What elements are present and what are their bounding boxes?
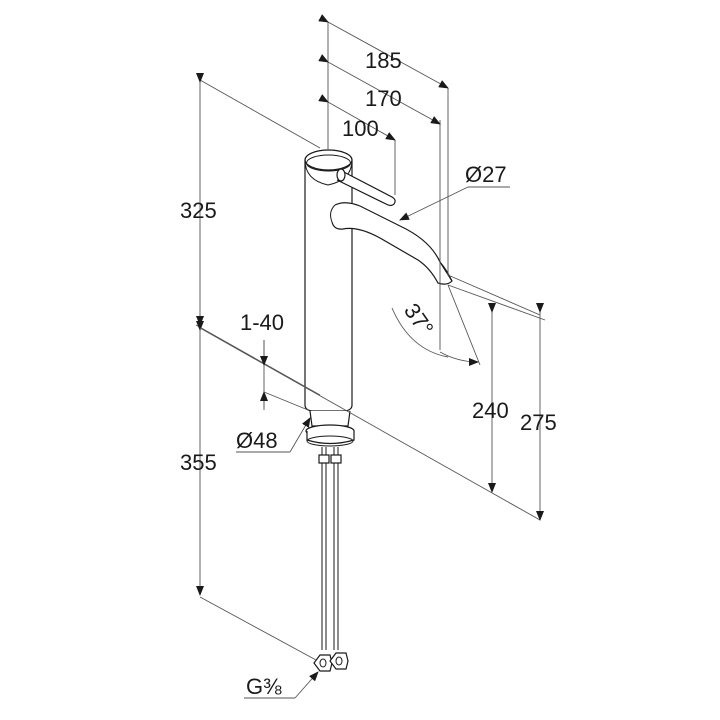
dim-240: 240	[472, 398, 509, 423]
faucet-body	[304, 149, 453, 672]
dimension-lines	[195, 14, 546, 699]
supply-hoses	[313, 447, 349, 672]
spout	[330, 202, 453, 285]
dim-diameter-48: Ø48	[236, 428, 278, 453]
dim-1-40: 1-40	[240, 310, 284, 335]
dim-325: 325	[180, 198, 217, 223]
dim-170: 170	[365, 86, 402, 111]
dim-diameter-27: Ø27	[465, 162, 507, 187]
dim-angle-37: 37°	[399, 299, 439, 341]
dim-thread-g38: G⅜	[246, 674, 282, 699]
dim-100: 100	[342, 116, 379, 141]
lever-handle	[336, 168, 396, 207]
dimension-labels: 185 170 100 Ø27 325 37° 1-40 Ø48 355 240…	[180, 48, 557, 699]
dim-355: 355	[180, 450, 217, 475]
dim-185: 185	[365, 48, 402, 73]
dim-275: 275	[520, 410, 557, 435]
base-ring	[305, 410, 355, 447]
